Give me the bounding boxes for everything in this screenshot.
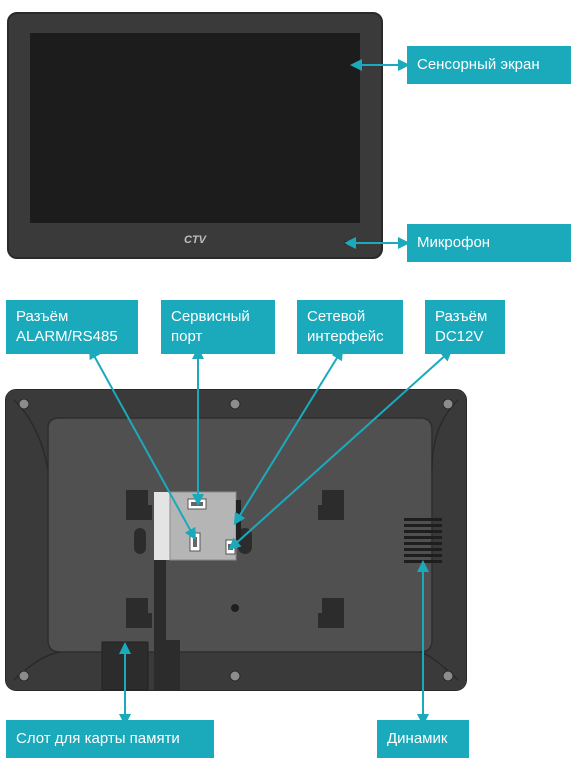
label-dc-connector: Разъём DC12V <box>425 300 505 354</box>
brand-logo: CTV <box>184 234 208 246</box>
label-network-interface: Сетевой интерфейс <box>297 300 403 354</box>
connector-panel <box>154 491 241 561</box>
touchscreen-display <box>30 33 360 223</box>
microphone-hole <box>344 241 348 245</box>
label-speaker: Динамик <box>377 720 469 758</box>
label-microphone: Микрофон <box>407 224 571 262</box>
center-hole <box>231 604 239 612</box>
label-memory-card-slot: Слот для карты памяти <box>6 720 214 758</box>
label-alarm-connector: Разъём ALARM/RS485 <box>6 300 138 354</box>
label-touchscreen: Сенсорный экран <box>407 46 571 84</box>
leader-lines <box>89 59 453 726</box>
cable-channel <box>154 560 180 690</box>
back-panel <box>5 389 467 691</box>
front-panel <box>7 12 383 259</box>
label-service-port: Сервисный порт <box>161 300 275 354</box>
